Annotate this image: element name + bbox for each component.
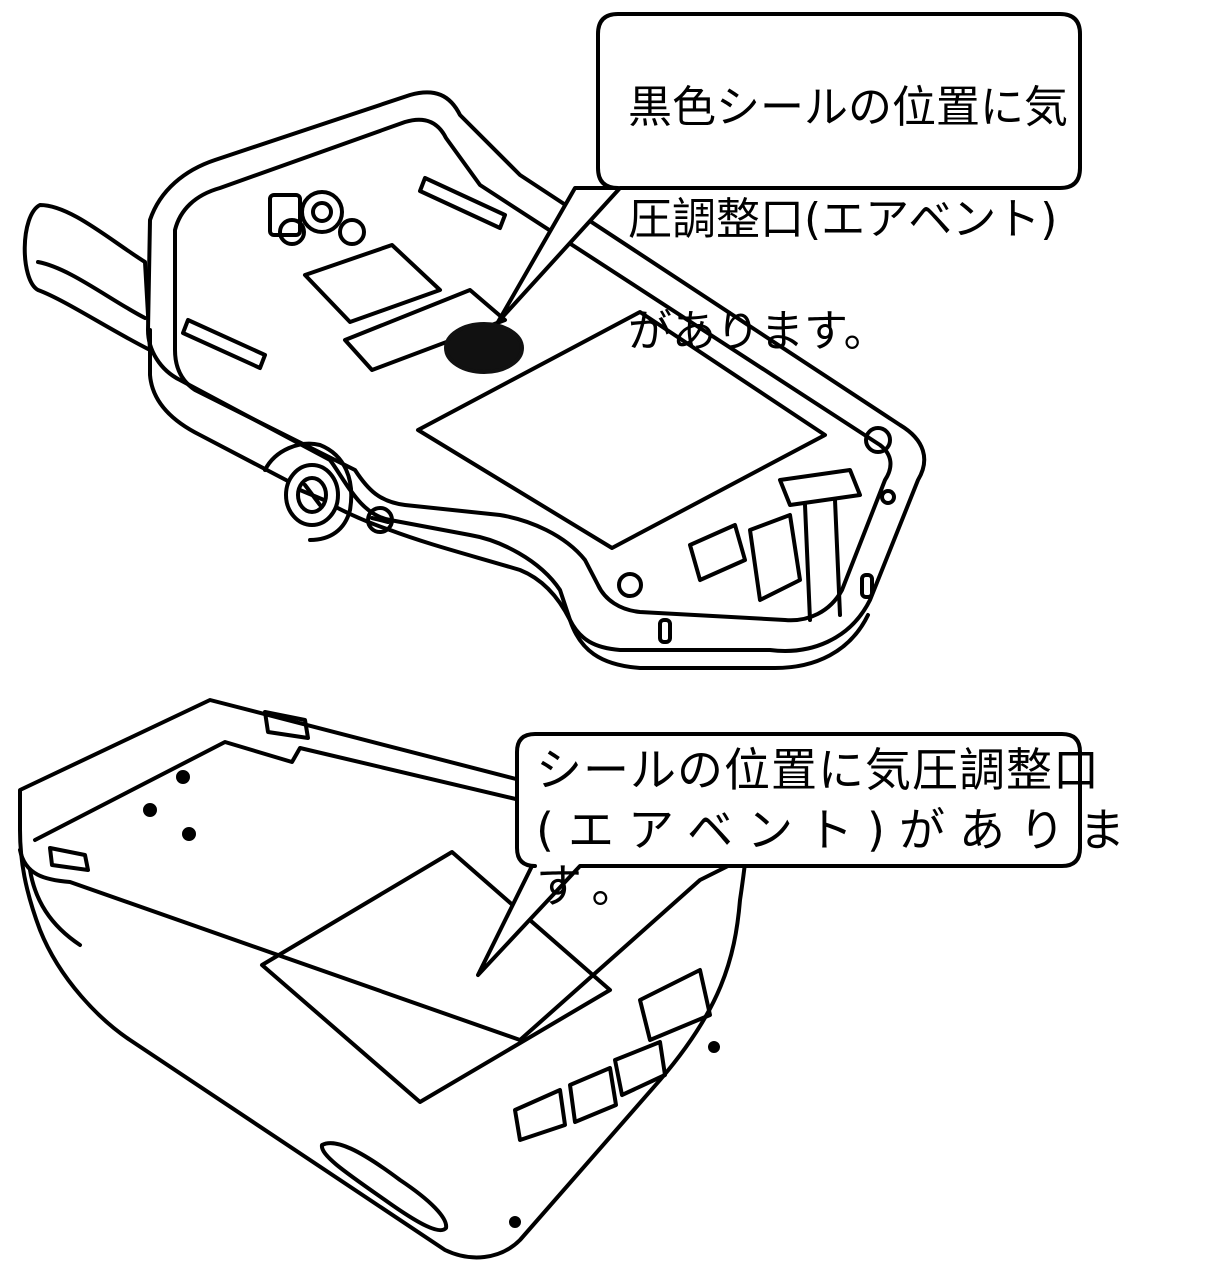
callout-top-line-1: 黒色シールの位置に気 [628, 82, 1068, 133]
battery-bay-rim [173, 117, 893, 623]
side-screw [366, 506, 394, 534]
callout-top-text: 黒色シールの位置に気 圧調整口(エアベント) があります。 [628, 24, 1068, 416]
corner-screws [617, 426, 896, 644]
antenna [22, 203, 152, 352]
callout-top-line-3: があります。 [628, 306, 888, 357]
callout-bottom-line-2: (エアベント)があります。 [536, 803, 1139, 913]
radio-housing [146, 90, 927, 653]
battery-latch [688, 468, 862, 622]
slot-left [181, 318, 267, 370]
latch-top [263, 710, 310, 740]
radio-body [22, 90, 927, 670]
callout-bottom-line-1: シールの位置に気圧調整口 [536, 743, 1100, 797]
black-seal-vent [444, 322, 524, 374]
label-area-large [416, 310, 827, 550]
slot-right [418, 176, 507, 230]
battery-contacts [513, 1040, 667, 1142]
callout-bottom-bubble [476, 732, 1082, 977]
label-area-1 [303, 243, 442, 324]
grip-slot [319, 1141, 449, 1233]
battery-seal-area [260, 850, 612, 1104]
latch-left [48, 846, 90, 872]
callout-top-bubble [496, 12, 1082, 324]
label-area-2 [343, 288, 507, 372]
callout-top-line-2: 圧調整口(エアベント) [628, 194, 1058, 245]
clip-screw [268, 190, 366, 246]
side-screw-knob [284, 463, 340, 527]
